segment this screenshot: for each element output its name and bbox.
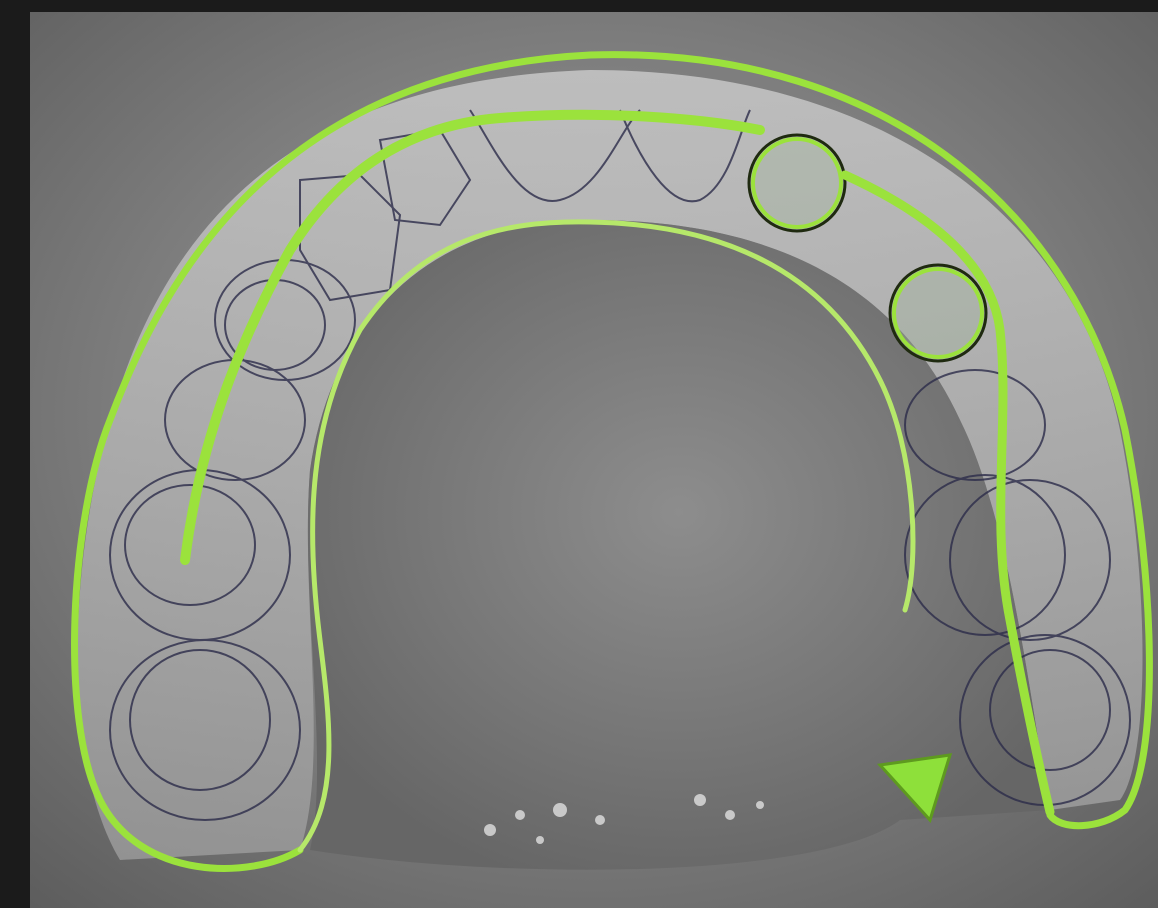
marker-circle-right (890, 265, 986, 361)
marker-circle-top (749, 135, 845, 231)
